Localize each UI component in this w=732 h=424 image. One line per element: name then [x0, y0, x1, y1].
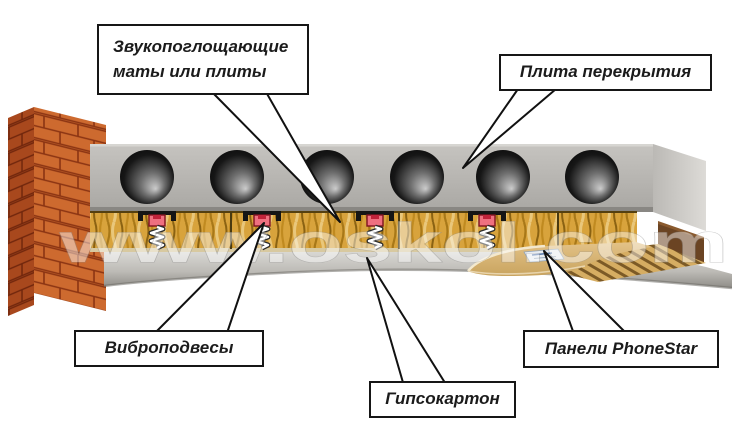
brick-wall: [8, 107, 106, 316]
callout-text-line1: Звукопоглощающие: [113, 36, 289, 56]
callout-sound-absorbing-mats: Звукопоглощающие маты или плиты: [97, 24, 309, 95]
hollow-core: [120, 150, 174, 204]
hollow-core: [565, 150, 619, 204]
brick-wall-side: [8, 107, 34, 316]
watermark-text: www.oskol.com: [58, 211, 728, 274]
callout-text: Гипсокартон: [385, 389, 500, 409]
slab-bottom-edge: [90, 207, 653, 212]
panel-edge-block: [658, 224, 704, 263]
callout-drywall: Гипсокартон: [369, 381, 516, 418]
floor-slab-end: [653, 144, 706, 231]
panel-peel-highlight: [467, 244, 546, 272]
callout-text: Виброподвесы: [104, 338, 234, 358]
hollow-core: [210, 150, 264, 204]
callout-text: Панели PhoneStar: [544, 338, 698, 358]
brick-wall-front: [34, 107, 106, 311]
callout-text-line2: маты или плиты: [113, 61, 267, 81]
floor-slab: [90, 144, 706, 231]
callout-phonestar-panels: Панели PhoneStar: [523, 330, 719, 368]
hollow-core: [476, 150, 530, 204]
callout-text: Плита перекрытия: [519, 62, 692, 82]
hollow-core: [390, 150, 444, 204]
panel-curve-highlight: [467, 265, 586, 275]
callout-vibration-hangers: Виброподвесы: [74, 330, 264, 367]
floor-slab-front: [90, 144, 653, 212]
panel-label: [523, 248, 565, 263]
insulation-band: [90, 212, 637, 249]
callout-floor-slab: Плита перекрытия: [499, 54, 712, 91]
slab-top-highlight: [90, 144, 653, 147]
insulation-bottom-strip: [90, 248, 637, 252]
